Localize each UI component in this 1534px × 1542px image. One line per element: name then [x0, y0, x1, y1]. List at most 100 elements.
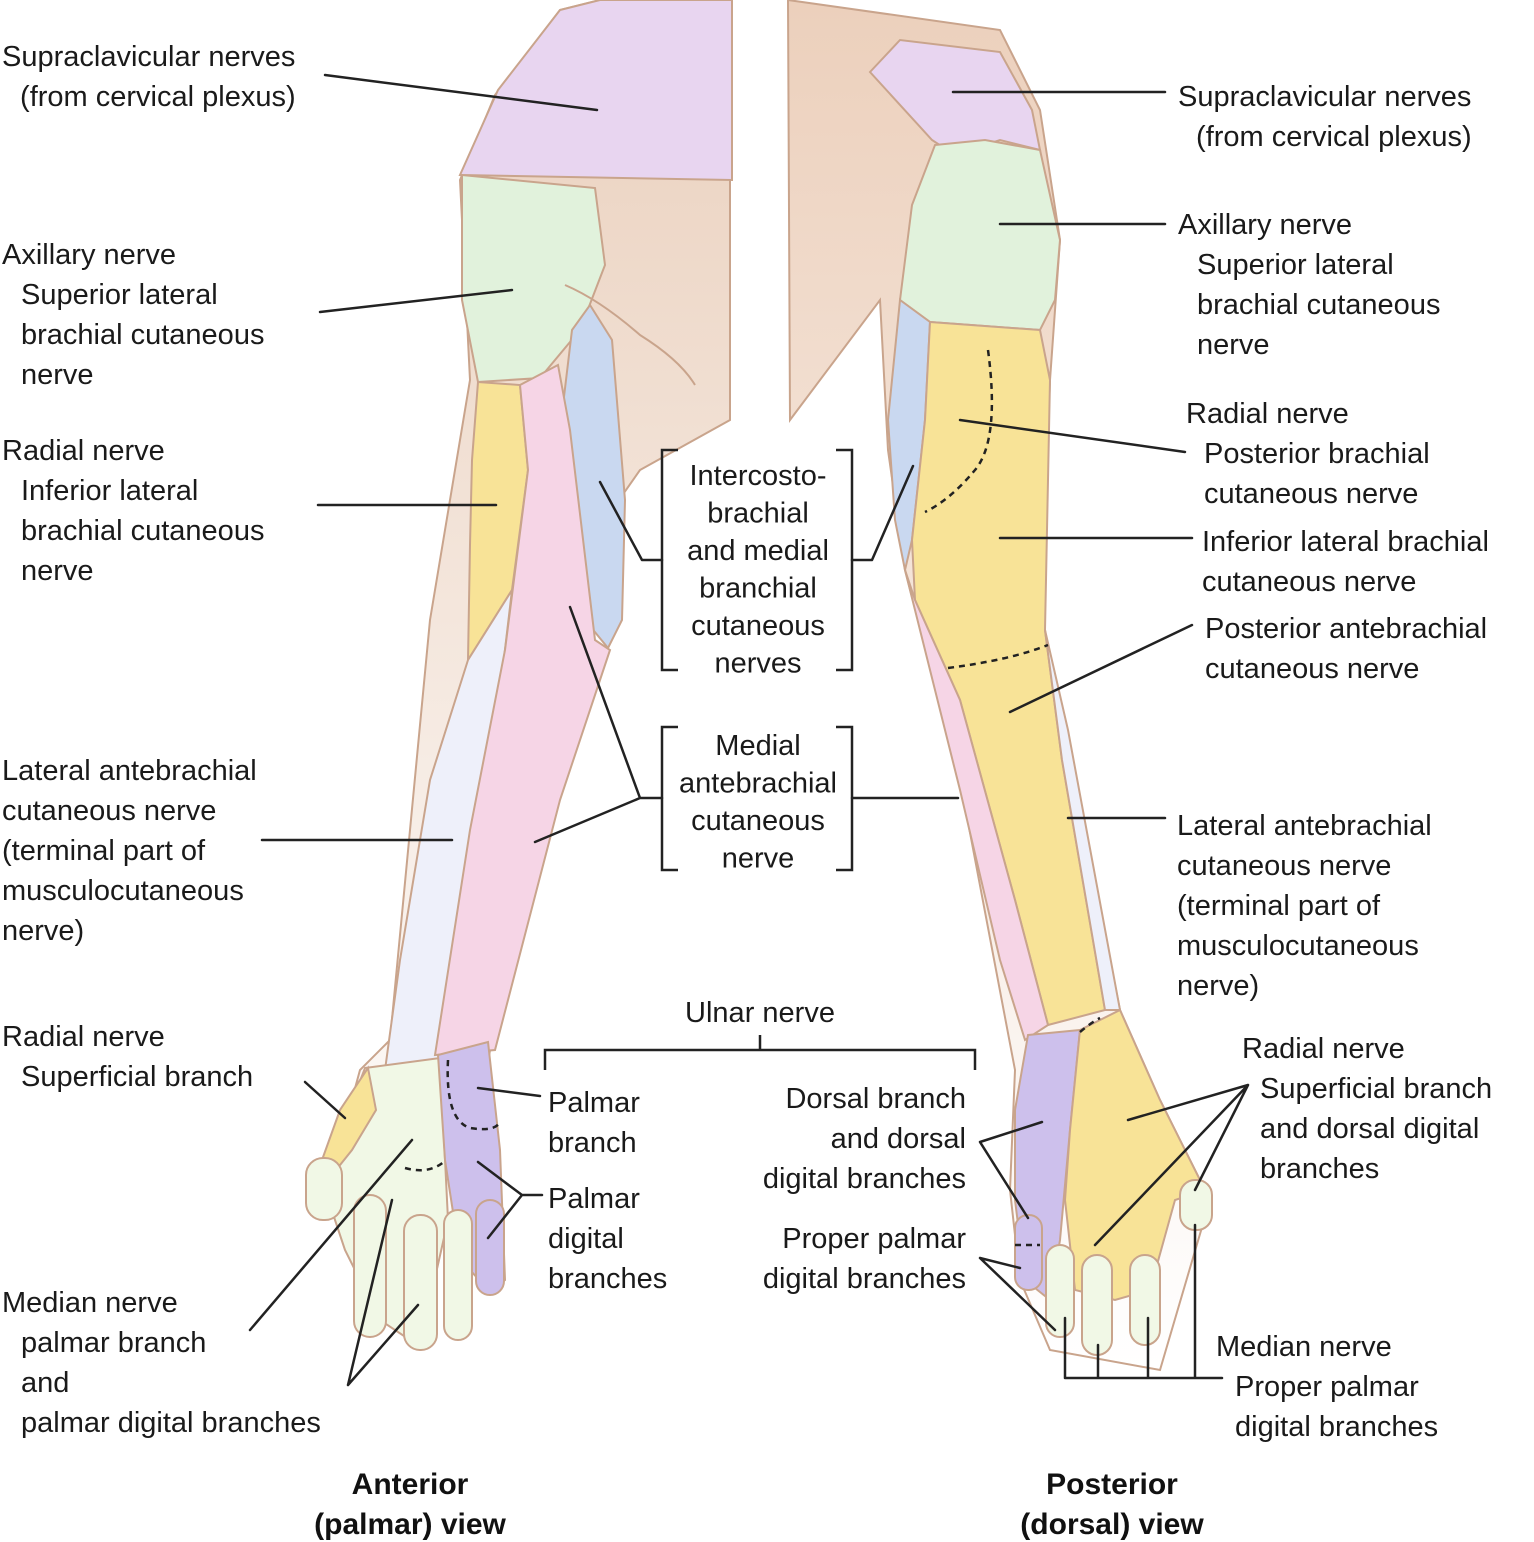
label-center-medial-antebrachial-line: antebrachial: [679, 768, 837, 800]
leader-right-radial-posterior: [958, 418, 1187, 454]
label-palmar-branch: Palmar branch: [548, 1087, 640, 1159]
title-anterior-line: (palmar) view: [314, 1508, 506, 1541]
label-palmar-branch-line: Palmar: [548, 1087, 640, 1119]
anterior-finger-ring: [443, 1209, 473, 1341]
label-left-supraclavicular-line: (from cervical plexus): [12, 81, 296, 113]
label-right-median-line: digital branches: [1235, 1411, 1438, 1443]
anterior-medial-antebrachial-region: [433, 363, 612, 1057]
label-left-lateral-antebrachial-line: nerve): [2, 915, 84, 947]
posterior-lateral-antebrachial-region: [1044, 629, 1122, 1011]
leader-left-supraclavicular: [323, 73, 599, 112]
label-right-radial-posterior-line: cutaneous nerve: [1204, 478, 1418, 510]
label-right-inferior-lateral-line: cutaneous nerve: [1202, 566, 1416, 598]
label-center-intercosto-line: cutaneous: [691, 610, 825, 642]
label-left-radial-line: brachial cutaneous: [21, 515, 264, 547]
label-palmar-digital-line: branches: [548, 1263, 667, 1295]
label-right-radial-posterior-line: Radial nerve: [1186, 398, 1349, 430]
label-proper-palmar-line: digital branches: [763, 1263, 966, 1295]
label-center-intercosto-line: nerves: [714, 648, 801, 680]
label-left-supraclavicular-line: Supraclavicular nerves: [2, 41, 295, 73]
title-posterior-line: Posterior: [1046, 1468, 1178, 1501]
leader-left-axillary: [318, 288, 514, 314]
anterior-ulnar-palmar-dashed: [446, 1059, 502, 1131]
label-dorsal-branch-line: Dorsal branch: [785, 1083, 966, 1115]
anterior-finger-index: [353, 1194, 387, 1338]
title-anterior-line: Anterior: [352, 1468, 469, 1501]
label-left-axillary-line: nerve: [21, 359, 94, 391]
label-right-posterior-antebrachial-line: Posterior antebrachial: [1205, 613, 1487, 645]
posterior-medial-antebrachial-region: [904, 569, 1050, 1042]
label-palmar-branch-line: branch: [548, 1127, 637, 1159]
label-right-lateral-antebrachial-line: musculocutaneous: [1177, 930, 1419, 962]
label-left-supraclavicular: Supraclavicular nerves (from cervical pl…: [2, 41, 296, 113]
label-right-posterior-antebrachial-line: cutaneous nerve: [1205, 653, 1419, 685]
intercosto-bracket-left: [660, 448, 678, 672]
posterior-finger-index: [1129, 1254, 1161, 1346]
label-dorsal-branch-line: digital branches: [763, 1163, 966, 1195]
label-left-axillary-line: Axillary nerve: [2, 239, 176, 271]
leader-center-intercosto-left: [598, 480, 664, 562]
label-left-radial-superficial-line: Radial nerve: [2, 1021, 165, 1053]
label-right-axillary-line: brachial cutaneous: [1197, 289, 1440, 321]
label-right-lateral-antebrachial-line: cutaneous nerve: [1177, 850, 1391, 882]
leader-right-radial-superficial: [1093, 1083, 1250, 1247]
anterior-supraclavicular-region: [458, 0, 733, 182]
label-left-median-line: palmar branch: [21, 1327, 206, 1359]
label-center-medial-antebrachial-line: nerve: [722, 843, 795, 875]
posterior-finger-ring: [1045, 1244, 1075, 1338]
label-right-axillary-line: Superior lateral: [1197, 249, 1394, 281]
anterior-thumb: [305, 1157, 343, 1221]
leader-center-intercosto-right: [850, 464, 915, 562]
label-right-lateral-antebrachial-line: Lateral antebrachial: [1177, 810, 1432, 842]
label-right-median-line: Median nerve: [1216, 1331, 1392, 1363]
posterior-arm: [786, 0, 1213, 1372]
label-center-intercosto-line: brachial: [707, 498, 809, 530]
intercosto-bracket-right: [836, 448, 854, 672]
label-left-lateral-antebrachial-line: cutaneous nerve: [2, 795, 216, 827]
label-right-radial-superficial-line: and dorsal digital: [1260, 1113, 1479, 1145]
label-dorsal-branch-line: and dorsal: [831, 1123, 966, 1155]
label-left-radial-line: Radial nerve: [2, 435, 165, 467]
label-left-radial-superficial-line: Superficial branch: [21, 1061, 253, 1093]
label-right-supraclavicular: Supraclavicular nerves (from cervical pl…: [1178, 81, 1472, 153]
posterior-finger-little: [1014, 1214, 1043, 1291]
label-palmar-digital-line: digital: [548, 1223, 624, 1255]
medial-ante-bracket-left: [660, 725, 678, 872]
label-right-inferior-lateral-line: Inferior lateral brachial: [1202, 526, 1489, 558]
label-dorsal-branch: Dorsal branch and dorsal digital branches: [763, 1083, 966, 1195]
anterior-finger-little: [475, 1199, 505, 1296]
anterior-axillary-region: [461, 173, 607, 384]
label-left-median-line: and: [21, 1367, 69, 1399]
medial-ante-bracket-right: [836, 725, 854, 872]
label-proper-palmar-line: Proper palmar: [782, 1223, 966, 1255]
label-right-radial-superficial-line: Superficial branch: [1260, 1073, 1492, 1105]
label-left-lateral-antebrachial-line: Lateral antebrachial: [2, 755, 257, 787]
title-anterior: Anterior (palmar) view: [314, 1468, 506, 1541]
posterior-axillary-region: [898, 138, 1062, 332]
label-right-supraclavicular-line: Supraclavicular nerves: [1178, 81, 1471, 113]
label-right-axillary-line: Axillary nerve: [1178, 209, 1352, 241]
anterior-median-dashed: [404, 1159, 447, 1172]
posterior-finger-middle: [1081, 1254, 1113, 1356]
label-right-posterior-antebrachial: Posterior antebrachial cutaneous nerve: [1205, 613, 1487, 685]
leader-left-median: [248, 1138, 420, 1387]
leader-palmar-branch: [476, 1086, 542, 1098]
label-center-intercosto-line: Intercosto-: [690, 460, 827, 492]
label-center-medial-antebrachial-line: Medial: [715, 730, 800, 762]
label-right-radial-posterior-line: Posterior brachial: [1204, 438, 1430, 470]
label-right-median-line: Proper palmar: [1235, 1371, 1419, 1403]
leader-left-radial-superficial: [303, 1080, 347, 1120]
leader-right-posterior-ante: [1008, 623, 1194, 714]
posterior-radial-dashed-forearm: [947, 643, 1049, 670]
anterior-arm: [305, 0, 733, 1351]
